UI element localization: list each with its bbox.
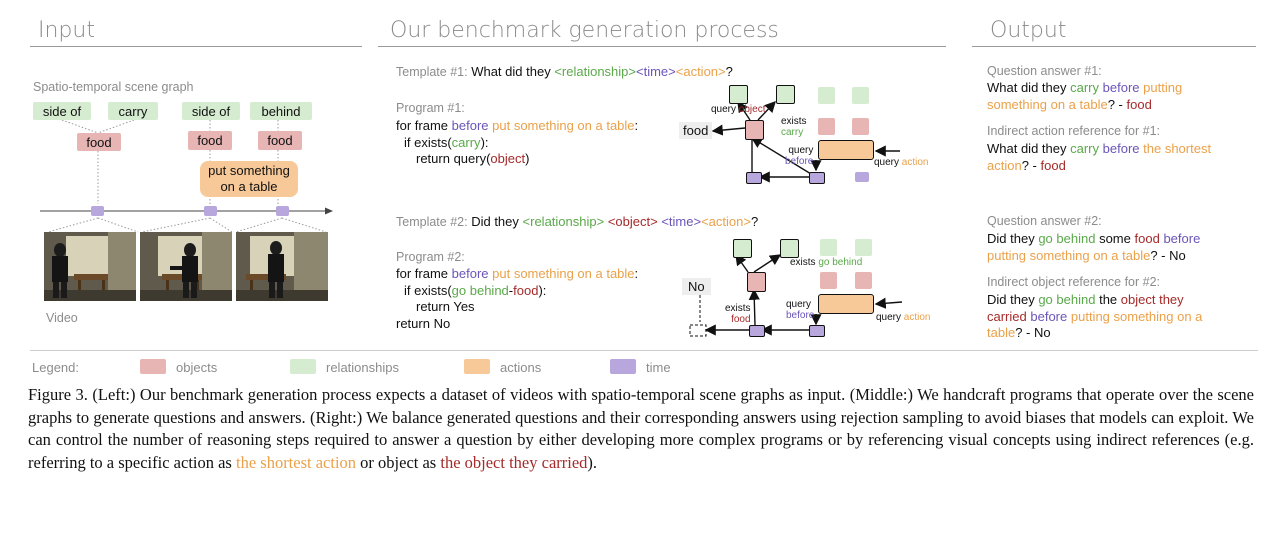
diagram-action-node [818, 294, 874, 314]
section-title-process: Our benchmark generation process [390, 18, 779, 43]
diagram-relationship-node [818, 87, 835, 104]
program-2-title: Program #2: [396, 250, 465, 264]
section-divider [378, 46, 946, 47]
qa1-title: Question answer #1: [987, 64, 1102, 78]
figure-caption: Figure 3. (Left:) Our benchmark generati… [28, 385, 1254, 472]
diagram-label-query-object: query object [711, 104, 766, 115]
indirect-action-text: What did they carry before the shortest … [987, 141, 1212, 173]
legend-label-actions: actions [500, 360, 542, 375]
legend-label-time: time [646, 360, 671, 375]
diagram-label-query-action: query action [876, 312, 931, 323]
section-divider [30, 46, 362, 47]
node-object-food: food [77, 133, 121, 151]
diagram-time-node [809, 325, 825, 337]
node-relationship-side-of: side of [33, 102, 91, 120]
diagram-time-node [749, 325, 765, 337]
node-object-food: food [188, 131, 232, 150]
node-action-put-on-table: put something on a table [200, 161, 298, 197]
scene-graph-label: Spatio-temporal scene graph [33, 80, 194, 94]
diagram-relationship-node [776, 85, 795, 104]
diagram-time-node [855, 172, 869, 182]
diagram-relationship-node [820, 239, 837, 256]
section-title-output: Output [990, 18, 1067, 43]
node-object-food: food [258, 131, 302, 150]
diagram-object-node [820, 272, 837, 289]
time-marker [91, 206, 104, 216]
video-label: Video [46, 311, 78, 325]
video-frame [236, 232, 328, 301]
qa2-title: Question answer #2: [987, 214, 1102, 228]
program-2-code: for frame before put something on a tabl… [396, 266, 639, 331]
diagram-object-node [818, 118, 835, 135]
indirect-object-title: Indirect object reference for #2: [987, 275, 1161, 289]
diagram-object-node [745, 120, 764, 140]
diagram-time-node [746, 172, 762, 184]
diagram-object-node [855, 272, 872, 289]
time-marker [204, 206, 217, 216]
legend-title: Legend: [32, 360, 79, 375]
diagram-object-node [747, 272, 766, 292]
diagram-relationship-node [855, 239, 872, 256]
legend-divider [30, 350, 1258, 351]
diagram-time-node [809, 172, 825, 184]
video-frame [44, 232, 136, 301]
template-2: Template #2: Did they <relationship> <ob… [396, 214, 759, 229]
diagram-relationship-node [729, 85, 748, 104]
legend-swatch-relationships [290, 359, 316, 374]
indirect-object-text: Did they go behind the object they carri… [987, 292, 1203, 340]
diagram-relationship-node [852, 87, 869, 104]
legend-label-relationships: relationships [326, 360, 399, 375]
legend-swatch-objects [140, 359, 166, 374]
node-relationship-behind: behind [250, 102, 312, 120]
diagram-object-node [852, 118, 869, 135]
node-relationship-side-of: side of [182, 102, 240, 120]
legend-swatch-time [610, 359, 636, 374]
node-relationship-carry: carry [108, 102, 158, 120]
qa2-text: Did they go behind some food before putt… [987, 231, 1201, 263]
diagram-output-no: No [682, 278, 711, 295]
program-1-code: for frame before put something on a tabl… [396, 118, 639, 166]
program-1-diagram [711, 100, 900, 183]
section-divider [972, 46, 1256, 47]
diagram-relationship-node [780, 239, 799, 258]
section-title-input: Input [38, 18, 95, 43]
qa1-text: What did they carry before putting somet… [987, 80, 1183, 112]
legend-label-objects: objects [176, 360, 218, 375]
diagram-action-node [818, 140, 874, 160]
legend-swatch-actions [464, 359, 490, 374]
template-1: Template #1: What did they <relationship… [396, 64, 733, 79]
program-1-title: Program #1: [396, 101, 465, 115]
time-marker [276, 206, 289, 216]
diagram-output-food: food [679, 122, 713, 139]
diagram-label-exists-go-behind: exists go behind [790, 257, 863, 268]
indirect-action-title: Indirect action reference for #1: [987, 124, 1161, 138]
video-frame [140, 232, 232, 301]
diagram-relationship-node [733, 239, 752, 258]
diagram-label-query-action: query action [874, 157, 929, 168]
